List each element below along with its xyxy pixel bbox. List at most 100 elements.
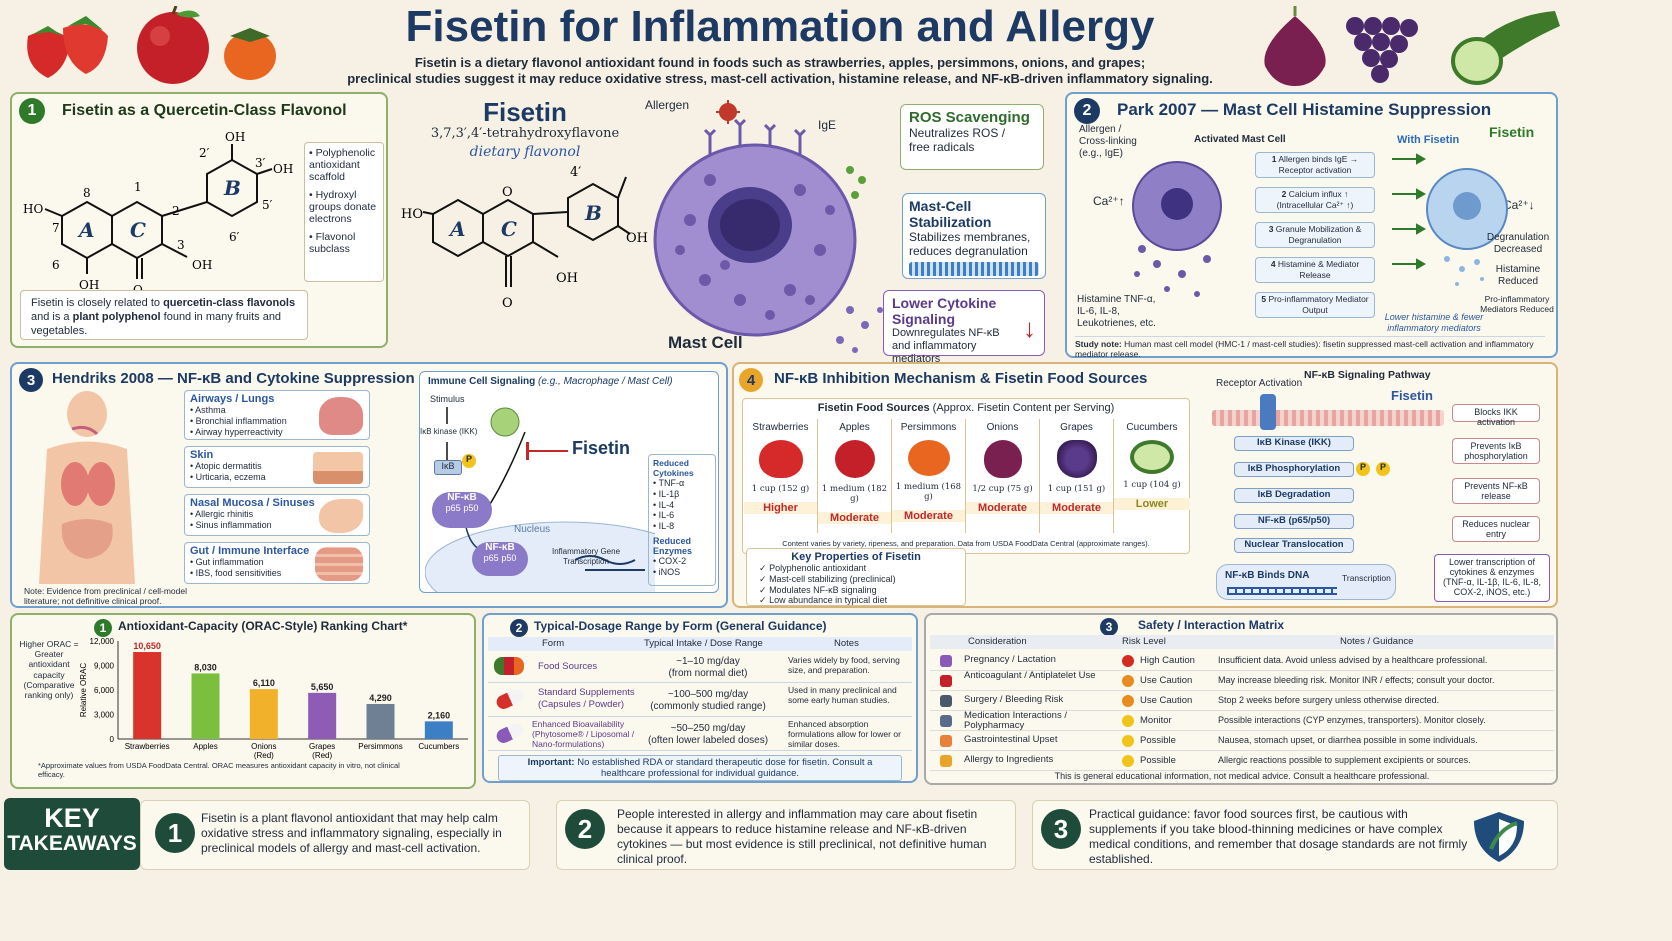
bar-value-label: 2,160 [428, 710, 451, 720]
column-header: Notes / Guidance [1340, 636, 1414, 647]
cytokine-item: • IL-1β [653, 488, 680, 499]
food-level: Moderate [818, 512, 891, 525]
atom-label: 7 [52, 221, 60, 235]
flavonol-bullets: • Polyphenolic antioxidant scaffold • Hy… [304, 142, 384, 282]
organ-item: • Atopic dermatitis [190, 461, 262, 471]
pathway-step: IκB Kinase (IKK) [1234, 436, 1354, 451]
dosage-title: Typical-Dosage Range by Form (General Gu… [534, 619, 827, 633]
food-serving: 1/2 cup (75 g) [972, 484, 1033, 494]
bar-value-label: 4,290 [369, 693, 392, 703]
organ-item: • Airway hyperreactivity [190, 426, 283, 437]
nfkb-label: NF-κB [485, 542, 515, 553]
fisetin-name: Fisetin [483, 97, 567, 127]
atom-label: OH [556, 271, 578, 286]
atom-label: OH [225, 130, 245, 144]
allergy-icon [940, 755, 952, 767]
pathway-fisetin-label: Fisetin [1391, 388, 1433, 403]
consideration-cell: Anticoagulant / Antiplatelet Use [964, 670, 1096, 681]
p50-label: p50 [501, 553, 517, 563]
food-name: Onions [986, 422, 1019, 433]
capsule-icon [494, 686, 526, 712]
allergen-label: Allergen [645, 98, 690, 112]
bar-value-label: 5,650 [311, 682, 334, 692]
table-row: Enhanced Bioavailability (Phytosome® / L… [488, 717, 912, 751]
blood-drop-icon [940, 675, 952, 687]
column-header: Risk Level [1122, 636, 1166, 647]
organ-item: • Allergic rhinitis [190, 509, 254, 519]
food-level: Lower [1114, 498, 1190, 511]
atom-label: 3 [177, 238, 185, 252]
pathway-step: 4 Histamine & Mediator Release [1255, 257, 1375, 283]
takeaways-label-1: KEY [44, 803, 100, 833]
consideration-cell: Medication Interactions / Polypharmacy [964, 710, 1067, 731]
y-tick-label: 6,000 [94, 686, 115, 695]
cyto-title: Lower Cytokine Signaling [892, 295, 997, 327]
atom-label: HO [23, 202, 43, 216]
risk-dot-icon [1122, 695, 1134, 707]
food-level: Moderate [892, 510, 965, 523]
atom-label: OH [273, 162, 293, 176]
pathway-step: Nuclear Translocation [1234, 538, 1354, 553]
bar-value-label: 10,650 [133, 641, 161, 651]
risk-dot-icon [1122, 715, 1134, 727]
lower-histamine-note: Lower histamine & fewer inflammatory med… [1384, 312, 1484, 333]
organ-card: Nasal Mucosa / Sinuses • Allergic rhinit… [184, 494, 370, 536]
important-note: Important: No established RDA or standar… [498, 755, 902, 781]
organ-item: • IBS, food sensitivities [190, 567, 282, 578]
risk-dot-icon [1122, 655, 1134, 667]
inhibit-bar-icon [526, 442, 529, 460]
cucumber-icon [1451, 11, 1560, 85]
stab-title: Mast-Cell Stabilization [909, 198, 992, 230]
fisetin-structure-diagram: HO O OH O OH OH 4′ A C B [401, 162, 648, 311]
pathway-step: IκB Phosphorylation [1234, 462, 1354, 477]
ros-scavenging-box: ROS Scavenging Neutralizes ROS / free ra… [900, 104, 1044, 170]
dose-range: ~1–10 mg/day(from normal diet) [668, 656, 748, 679]
x-tick-label: (Red) [312, 751, 332, 760]
effect-box: Reduces nuclear entry [1452, 516, 1540, 542]
notes-cell: Insufficient data. Avoid unless advised … [1218, 655, 1488, 665]
organ-card: Skin • Atopic dermatitis • Urticaria, ec… [184, 446, 370, 488]
grapes-icon [1346, 17, 1418, 83]
fisetin-iupac: 3,7,3′,4′-tetrahydroxyflavone [430, 126, 620, 141]
check-icon: ✓ [759, 584, 767, 595]
notes-cell: Possible interactions (CYP enzymes, tran… [1218, 715, 1486, 725]
y-tick-label: 3,000 [94, 711, 115, 720]
table-row: Food Sources ~1–10 mg/day(from normal di… [488, 651, 912, 683]
panel-number-badge: 4 [739, 368, 763, 392]
x-tick-label: Persimmons [358, 742, 402, 751]
organ-title: Airways / Lungs [190, 393, 275, 405]
atom-label: 4′ [570, 165, 581, 180]
mast-cell-comparison-diagram [1132, 153, 1508, 297]
with-fisetin-label: With Fisetin [1397, 134, 1460, 146]
page-subtitle-2: preclinical studies suggest it may reduc… [347, 71, 1213, 86]
pathway-step: IκB Degradation [1234, 488, 1354, 503]
p65-label: p65 [445, 503, 461, 513]
panel-title: Fisetin as a Quercetin-Class Flavonol [62, 102, 347, 119]
strawberry-icon [27, 16, 108, 78]
check-item: ✓ Low abundance in typical diet [759, 595, 888, 606]
food-level: Higher [744, 502, 817, 515]
enzyme-item: • COX-2 [653, 555, 687, 566]
receptor-label: Receptor Activation [1216, 378, 1303, 389]
orac-side-note: Higher ORAC = Greater antioxidant capaci… [19, 639, 79, 700]
food-note: Content varies by variety, ripeness, and… [782, 539, 1150, 548]
calcium-down-label: Ca²⁺↓ [1503, 198, 1535, 212]
table-row: Standard Supplements (Capsules / Powder)… [488, 683, 912, 717]
food-serving: 1 cup (104 g) [1123, 480, 1181, 490]
signaling-title: Immune Cell Signaling (e.g., Macrophage … [428, 376, 673, 387]
cyto-text: Downregulates NF-κB and inflammatory med… [892, 327, 1000, 365]
receptor-icon [1260, 394, 1276, 430]
atom-label: 6 [52, 258, 60, 272]
ige-label: IgE [818, 118, 837, 132]
dose-notes: Varies widely by food, serving size, and… [788, 655, 900, 676]
column-header: Form [542, 638, 565, 649]
nfkb-nucleus: NF-κB p65 p50 [472, 542, 528, 576]
effect-box: Blocks IKK activation [1452, 404, 1540, 427]
panel-dosage-table: 2 Typical-Dosage Range by Form (General … [482, 613, 918, 783]
reduced-cytokines-title: Reduced Cytokines [653, 458, 694, 478]
cytokine-item: • IL-6 [653, 510, 675, 521]
activated-cell-icon [1132, 161, 1222, 297]
takeaway-number: 3 [1041, 809, 1081, 849]
